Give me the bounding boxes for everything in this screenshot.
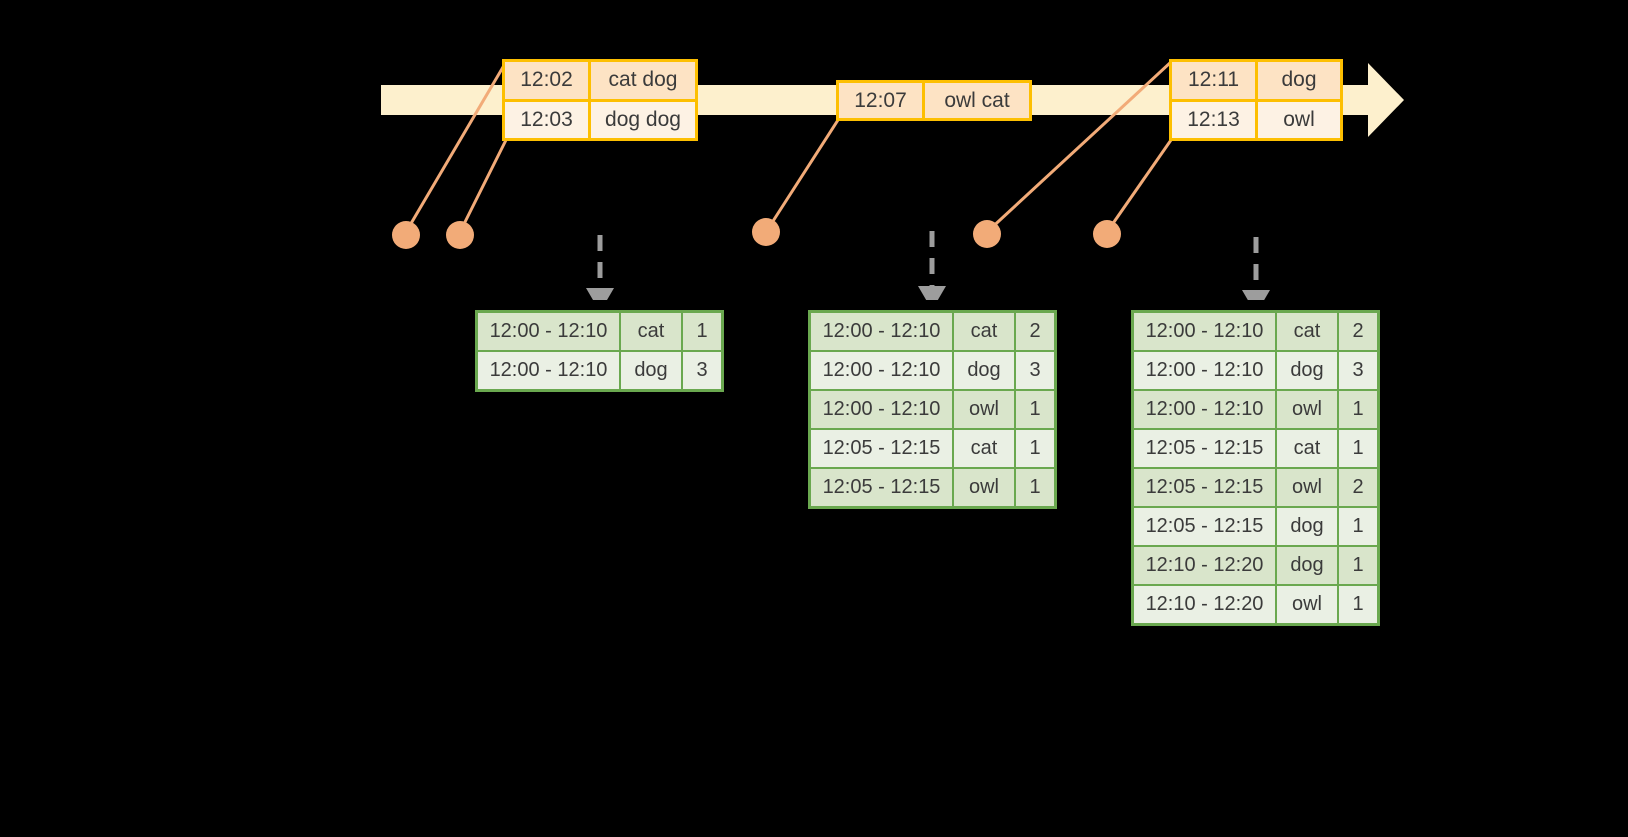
cell-window: 12:10 - 12:20 — [1134, 547, 1277, 584]
event-words: cat dog — [591, 62, 695, 99]
event-time: 12:11 — [1172, 62, 1258, 99]
result-table-3[interactable]: 12:00 - 12:10 cat 2 12:00 - 12:10 dog 3 … — [1131, 310, 1380, 626]
cell-word: dog — [1277, 508, 1339, 545]
cell-word: dog — [1277, 547, 1339, 584]
table-row[interactable]: 12:10 - 12:20 dog 1 — [1134, 545, 1377, 584]
event-time: 12:07 — [839, 83, 925, 118]
timeline-graphic — [381, 60, 1404, 300]
cell-word: dog — [954, 352, 1016, 389]
trigger-arrows — [597, 231, 1259, 292]
cell-window: 12:00 - 12:10 — [811, 313, 954, 350]
table-row[interactable]: 12:00 - 12:10 cat 2 — [1134, 313, 1377, 350]
cell-count: 1 — [1339, 391, 1377, 428]
event-box-1[interactable]: 12:02 cat dog 12:03 dog dog — [502, 59, 698, 141]
table-row[interactable]: 12:05 - 12:15 cat 1 — [1134, 428, 1377, 467]
cell-count: 2 — [1339, 313, 1377, 350]
event-dots — [392, 218, 1121, 249]
cell-word: owl — [1277, 586, 1339, 623]
event-time: 12:13 — [1172, 101, 1258, 138]
cell-word: owl — [1277, 391, 1339, 428]
event-words: owl cat — [925, 83, 1029, 118]
cell-window: 12:00 - 12:10 — [811, 391, 954, 428]
event-dot-2 — [446, 221, 474, 249]
result-table-1[interactable]: 12:00 - 12:10 cat 1 12:00 - 12:10 dog 3 — [475, 310, 724, 392]
table-row[interactable]: 12:05 - 12:15 owl 2 — [1134, 467, 1377, 506]
cell-word: cat — [621, 313, 683, 350]
cell-window: 12:00 - 12:10 — [1134, 391, 1277, 428]
cell-word: owl — [954, 469, 1016, 506]
cell-count: 1 — [1339, 547, 1377, 584]
cell-word: dog — [621, 352, 683, 389]
cell-window: 12:05 - 12:15 — [1134, 469, 1277, 506]
event-connector-lines — [404, 60, 1173, 234]
cell-window: 12:05 - 12:15 — [1134, 430, 1277, 467]
cell-window: 12:00 - 12:10 — [1134, 352, 1277, 389]
event-dot-5 — [1093, 220, 1121, 248]
table-row[interactable]: 12:00 - 12:10 owl 1 — [1134, 389, 1377, 428]
cell-window: 12:00 - 12:10 — [1134, 313, 1277, 350]
table-row[interactable]: 12:05 - 12:15 dog 1 — [1134, 506, 1377, 545]
cell-count: 2 — [1016, 313, 1054, 350]
cell-word: cat — [954, 430, 1016, 467]
cell-window: 12:10 - 12:20 — [1134, 586, 1277, 623]
table-row[interactable]: 12:10 - 12:20 owl 1 — [1134, 584, 1377, 623]
event-time: 12:03 — [505, 101, 591, 138]
table-row[interactable]: 12:00 - 12:10 cat 1 — [478, 313, 721, 350]
event-row[interactable]: 12:11 dog — [1172, 62, 1340, 99]
table-row[interactable]: 12:00 - 12:10 owl 1 — [811, 389, 1054, 428]
result-table-2[interactable]: 12:00 - 12:10 cat 2 12:00 - 12:10 dog 3 … — [808, 310, 1057, 509]
cell-window: 12:00 - 12:10 — [478, 352, 621, 389]
event-dot-3 — [752, 218, 780, 246]
table-row[interactable]: 12:00 - 12:10 dog 3 — [478, 350, 721, 389]
cell-count: 1 — [1339, 508, 1377, 545]
cell-count: 1 — [1016, 391, 1054, 428]
cell-window: 12:05 - 12:15 — [1134, 508, 1277, 545]
event-row[interactable]: 12:13 owl — [1172, 98, 1340, 138]
cell-count: 1 — [1016, 430, 1054, 467]
cell-count: 3 — [1339, 352, 1377, 389]
cell-count: 3 — [683, 352, 721, 389]
cell-count: 1 — [683, 313, 721, 350]
table-row[interactable]: 12:00 - 12:10 dog 3 — [1134, 350, 1377, 389]
event-box-3[interactable]: 12:11 dog 12:13 owl — [1169, 59, 1343, 141]
event-row[interactable]: 12:07 owl cat — [839, 83, 1029, 118]
cell-count: 1 — [1339, 586, 1377, 623]
cell-word: owl — [954, 391, 1016, 428]
cell-word: dog — [1277, 352, 1339, 389]
table-row[interactable]: 12:05 - 12:15 cat 1 — [811, 428, 1054, 467]
event-words: dog dog — [591, 101, 695, 138]
event-time: 12:02 — [505, 62, 591, 99]
cell-window: 12:00 - 12:10 — [811, 352, 954, 389]
event-row[interactable]: 12:03 dog dog — [505, 98, 695, 138]
cell-window: 12:00 - 12:10 — [478, 313, 621, 350]
table-row[interactable]: 12:00 - 12:10 cat 2 — [811, 313, 1054, 350]
event-words: owl — [1258, 101, 1340, 138]
cell-word: cat — [954, 313, 1016, 350]
cell-count: 2 — [1339, 469, 1377, 506]
table-row[interactable]: 12:00 - 12:10 dog 3 — [811, 350, 1054, 389]
cell-window: 12:05 - 12:15 — [811, 469, 954, 506]
cell-count: 1 — [1339, 430, 1377, 467]
event-dot-1 — [392, 221, 420, 249]
event-row[interactable]: 12:02 cat dog — [505, 62, 695, 99]
cell-count: 1 — [1016, 469, 1054, 506]
table-row[interactable]: 12:05 - 12:15 owl 1 — [811, 467, 1054, 506]
cell-word: cat — [1277, 313, 1339, 350]
cell-word: cat — [1277, 430, 1339, 467]
event-words: dog — [1258, 62, 1340, 99]
trigger-arrow-heads — [586, 286, 1270, 300]
cell-count: 3 — [1016, 352, 1054, 389]
cell-window: 12:05 - 12:15 — [811, 430, 954, 467]
event-box-2[interactable]: 12:07 owl cat — [836, 80, 1032, 121]
event-dot-4 — [973, 220, 1001, 248]
cell-word: owl — [1277, 469, 1339, 506]
